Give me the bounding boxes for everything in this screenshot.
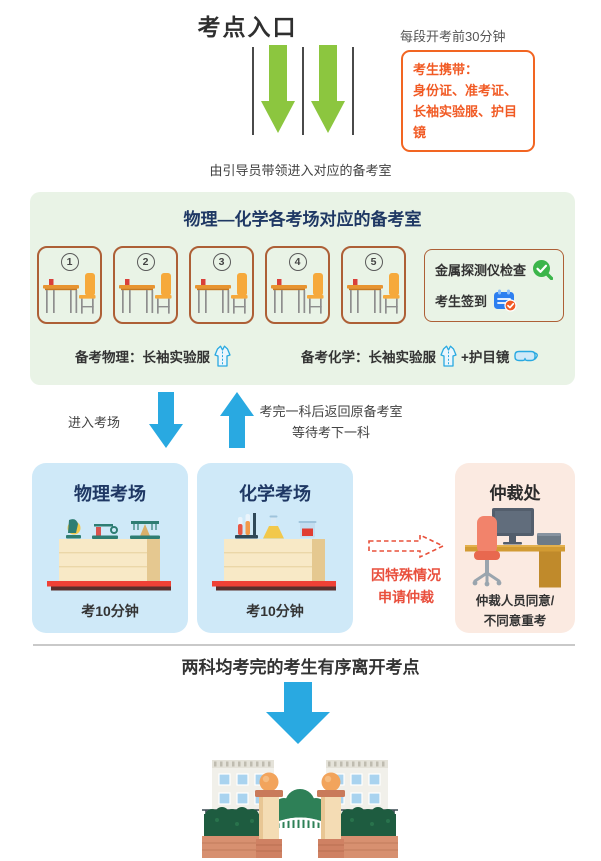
chemistry-duration-label: 考10分钟 xyxy=(246,603,304,619)
prep-requirements-row: 备考物理：长袖实验服 备考化学：长袖实验服 +护目镜 xyxy=(30,345,575,367)
seat-number: 5 xyxy=(364,253,383,271)
section-divider xyxy=(33,644,575,646)
metal-detector-label: 金属探测仪检查 xyxy=(435,263,527,278)
arbitration-card: 仲裁处 仲裁人员同意/ 不同意重考 xyxy=(455,463,575,633)
safety-goggles-icon xyxy=(514,350,539,362)
entry-down-arrow-icon xyxy=(311,45,345,133)
bring-items-box: 考生携带： 身份证、准考证、 长袖实验服、护目镜 xyxy=(401,50,535,152)
desk-chair-illustration xyxy=(118,273,171,314)
entrance-lane-line xyxy=(252,47,254,135)
desk-chair-illustration xyxy=(346,273,399,314)
lab-coat-icon xyxy=(440,345,457,367)
entrance-lane-line xyxy=(302,47,304,135)
bring-items-line: 身份证、准考证、 xyxy=(413,83,518,98)
page-title: 考点入口 xyxy=(197,14,298,40)
bring-items-line: 考生携带： xyxy=(413,62,479,77)
desk-chair-illustration xyxy=(270,273,323,314)
desk-chair-illustration xyxy=(42,273,95,314)
calendar-check-icon xyxy=(494,289,517,312)
enter-room-label: 进入考场 xyxy=(68,415,121,430)
arbitration-request-arrow-icon xyxy=(368,533,445,559)
exit-note: 两科均考完的考生有序离开考点 xyxy=(181,658,420,677)
physics-room-title: 物理考场 xyxy=(74,484,146,504)
sign-in-label: 考生签到 xyxy=(435,294,488,309)
seat-row: 1 2 xyxy=(37,246,406,324)
guide-note: 由引导员带领进入对应的备考室 xyxy=(209,163,392,178)
physics-bench-illustration xyxy=(47,519,171,591)
return-up-arrow-icon xyxy=(220,392,254,448)
chemistry-bench-illustration xyxy=(212,513,336,591)
security-check-box: 金属探测仪检查 考生签到 xyxy=(424,249,564,322)
entrance-lane-line xyxy=(352,47,354,135)
sign-in-row: 考生签到 xyxy=(435,289,553,312)
physics-prep-label: 备考物理：长袖实验服 xyxy=(75,350,210,365)
chemistry-prep-label: 备考化学：长袖实验服 xyxy=(301,350,436,365)
arbitration-reason-line: 因特殊情况 xyxy=(371,567,441,583)
enter-down-arrow-icon xyxy=(149,392,183,448)
timing-note: 每段开考前30分钟 xyxy=(400,29,506,44)
magnifier-check-icon xyxy=(533,260,553,280)
arbitration-title: 仲裁处 xyxy=(489,484,541,503)
lab-coat-icon xyxy=(214,345,231,367)
seat-number: 3 xyxy=(212,253,231,271)
seat-card-5: 5 xyxy=(341,246,406,324)
chemistry-room-title: 化学考场 xyxy=(239,484,311,504)
arbitration-reason-line: 申请仲裁 xyxy=(378,589,434,605)
arbitration-desk-illustration xyxy=(465,508,565,588)
arbitration-result: 仲裁人员同意/ 不同意重考 xyxy=(455,591,575,631)
physics-room-card: 物理考场 考10分钟 xyxy=(32,463,188,633)
prep-room-title: 物理—化学各考场对应的备考室 xyxy=(183,210,422,229)
arbitration-result-line: 仲裁人员同意/ xyxy=(475,594,555,608)
seat-number: 4 xyxy=(288,253,307,271)
return-note-line: 等待考下一科 xyxy=(291,425,370,440)
arbitration-reason: 因特殊情况 申请仲裁 xyxy=(358,564,454,608)
prep-room-panel: 物理—化学各考场对应的备考室 1 2 xyxy=(30,192,575,385)
metal-detector-row: 金属探测仪检查 xyxy=(435,259,553,280)
exit-down-arrow-icon xyxy=(266,682,330,744)
seat-card-3: 3 xyxy=(189,246,254,324)
return-note: 考完一科后返回原备考室 等待考下一科 xyxy=(256,401,406,443)
arbitration-result-line: 不同意重考 xyxy=(483,614,547,628)
seat-number: 1 xyxy=(60,253,79,271)
school-gate-illustration xyxy=(202,760,398,858)
desk-chair-illustration xyxy=(194,273,247,314)
chemistry-room-card: 化学考场 考10分钟 xyxy=(197,463,353,633)
physics-prep-label-group: 备考物理：长袖实验服 xyxy=(75,345,231,367)
seat-card-2: 2 xyxy=(113,246,178,324)
seat-card-4: 4 xyxy=(265,246,330,324)
physics-duration-label: 考10分钟 xyxy=(81,603,139,619)
entry-down-arrow-icon xyxy=(261,45,295,133)
chemistry-prep-label-group: 备考化学：长袖实验服 +护目镜 xyxy=(301,345,540,367)
seat-card-1: 1 xyxy=(37,246,102,324)
goggles-suffix-label: +护目镜 xyxy=(461,350,510,365)
return-note-line: 考完一科后返回原备考室 xyxy=(259,404,403,419)
seat-number: 2 xyxy=(136,253,155,271)
bring-items-line: 长袖实验服、护目镜 xyxy=(413,104,518,140)
